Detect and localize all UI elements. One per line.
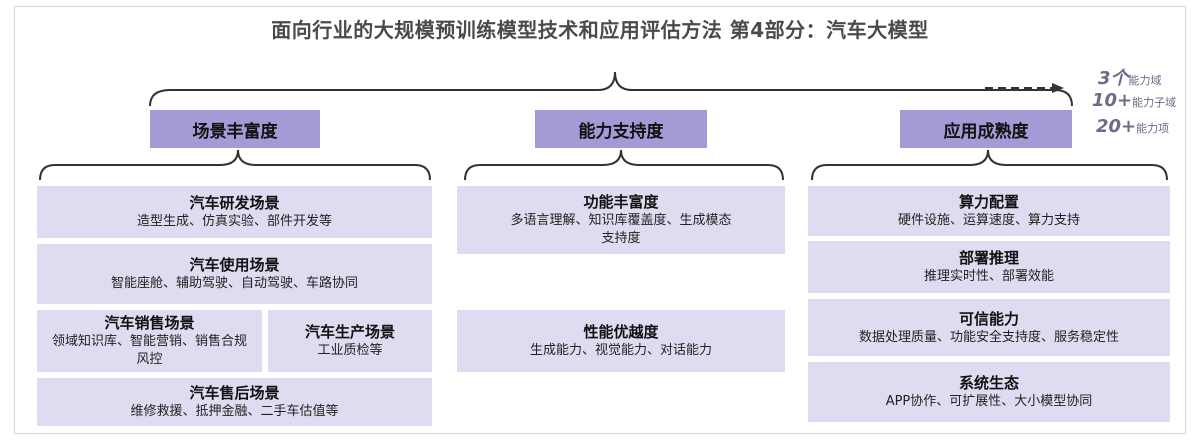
card-desc: 推理实时性、部署效能 — [923, 269, 1054, 284]
card-title: 部署推理 — [958, 249, 1019, 267]
card-desc: 硬件设施、运算速度、算力支持 — [897, 213, 1080, 228]
card-performance-superiority: 性能优越度 生成能力、视觉能力、对话能力 — [457, 310, 785, 372]
legend-domains: 3个 能力域 — [1098, 64, 1162, 90]
card-desc: 领域知识库、智能营销、销售合规风控 — [51, 334, 247, 367]
card-title: 可信能力 — [958, 309, 1019, 328]
legend-subdomains-count: 10+ — [1092, 90, 1133, 111]
card-usage-scenario: 汽车使用场景 智能座舱、辅助驾驶、自动驾驶、车路协同 — [37, 244, 432, 304]
card-title: 功能丰富度 — [583, 193, 659, 211]
card-title: 汽车售后场景 — [189, 384, 280, 402]
card-compute-config: 算力配置 硬件设施、运算速度、算力支持 — [808, 186, 1170, 236]
card-desc: 生成能力、视觉能力、对话能力 — [529, 343, 712, 358]
legend-items-count: 20+ — [1096, 116, 1137, 137]
diagram-title: 面向行业的大规模预训练模型技术和应用评估方法 第4部分：汽车大模型 — [271, 18, 929, 42]
card-desc: 工业质检等 — [317, 343, 383, 358]
header-capability-support: 能力支持度 — [535, 110, 707, 148]
card-trust-capability: 可信能力 数据处理质量、功能安全支持度、服务稳定性 — [808, 299, 1170, 356]
legend-domains-count: 3个 — [1098, 68, 1129, 89]
legend-domains-unit: 能力域 — [1128, 74, 1162, 87]
card-rd-scenario: 汽车研发场景 造型生成、仿真实验、部件开发等 — [37, 186, 432, 238]
card-sales-scenario: 汽车销售场景 领域知识库、智能营销、销售合规风控 — [37, 310, 262, 372]
card-desc: 造型生成、仿真实验、部件开发等 — [136, 214, 332, 229]
card-desc: 多语言理解、知识库覆盖度、生成模态支持度 — [510, 213, 732, 246]
card-system-ecosystem: 系统生态 APP协作、可扩展性、大小模型协同 — [808, 362, 1170, 422]
card-deploy-inference: 部署推理 推理实时性、部署效能 — [808, 241, 1170, 293]
card-title: 系统生态 — [958, 374, 1019, 392]
card-title: 汽车生产场景 — [304, 323, 395, 341]
card-title: 汽车研发场景 — [189, 194, 280, 212]
card-title: 性能优越度 — [583, 323, 659, 341]
card-desc: 数据处理质量、功能安全支持度、服务稳定性 — [858, 329, 1119, 345]
card-aftersales-scenario: 汽车售后场景 维修救援、抵押金融、二手车估值等 — [37, 378, 432, 426]
legend-items: 20+ 能力项 — [1096, 116, 1169, 137]
legend-items-unit: 能力项 — [1136, 122, 1170, 135]
card-function-richness: 功能丰富度 多语言理解、知识库覆盖度、生成模态支持度 — [457, 186, 785, 254]
legend-subdomains: 10+ 能力子域 — [1092, 90, 1176, 111]
card-title: 汽车销售场景 — [104, 314, 195, 332]
card-title: 算力配置 — [958, 193, 1019, 211]
header-scenario-richness: 场景丰富度 — [150, 110, 320, 148]
card-desc: 智能座舱、辅助驾驶、自动驾驶、车路协同 — [110, 276, 358, 291]
card-title: 汽车使用场景 — [189, 256, 280, 274]
card-desc: 维修救援、抵押金融、二手车估值等 — [130, 404, 339, 419]
header-application-maturity: 应用成熟度 — [900, 110, 1072, 148]
card-production-scenario: 汽车生产场景 工业质检等 — [268, 310, 432, 372]
legend-subdomains-unit: 能力子域 — [1132, 96, 1177, 109]
card-desc: APP协作、可扩展性、大小模型协同 — [885, 394, 1093, 409]
